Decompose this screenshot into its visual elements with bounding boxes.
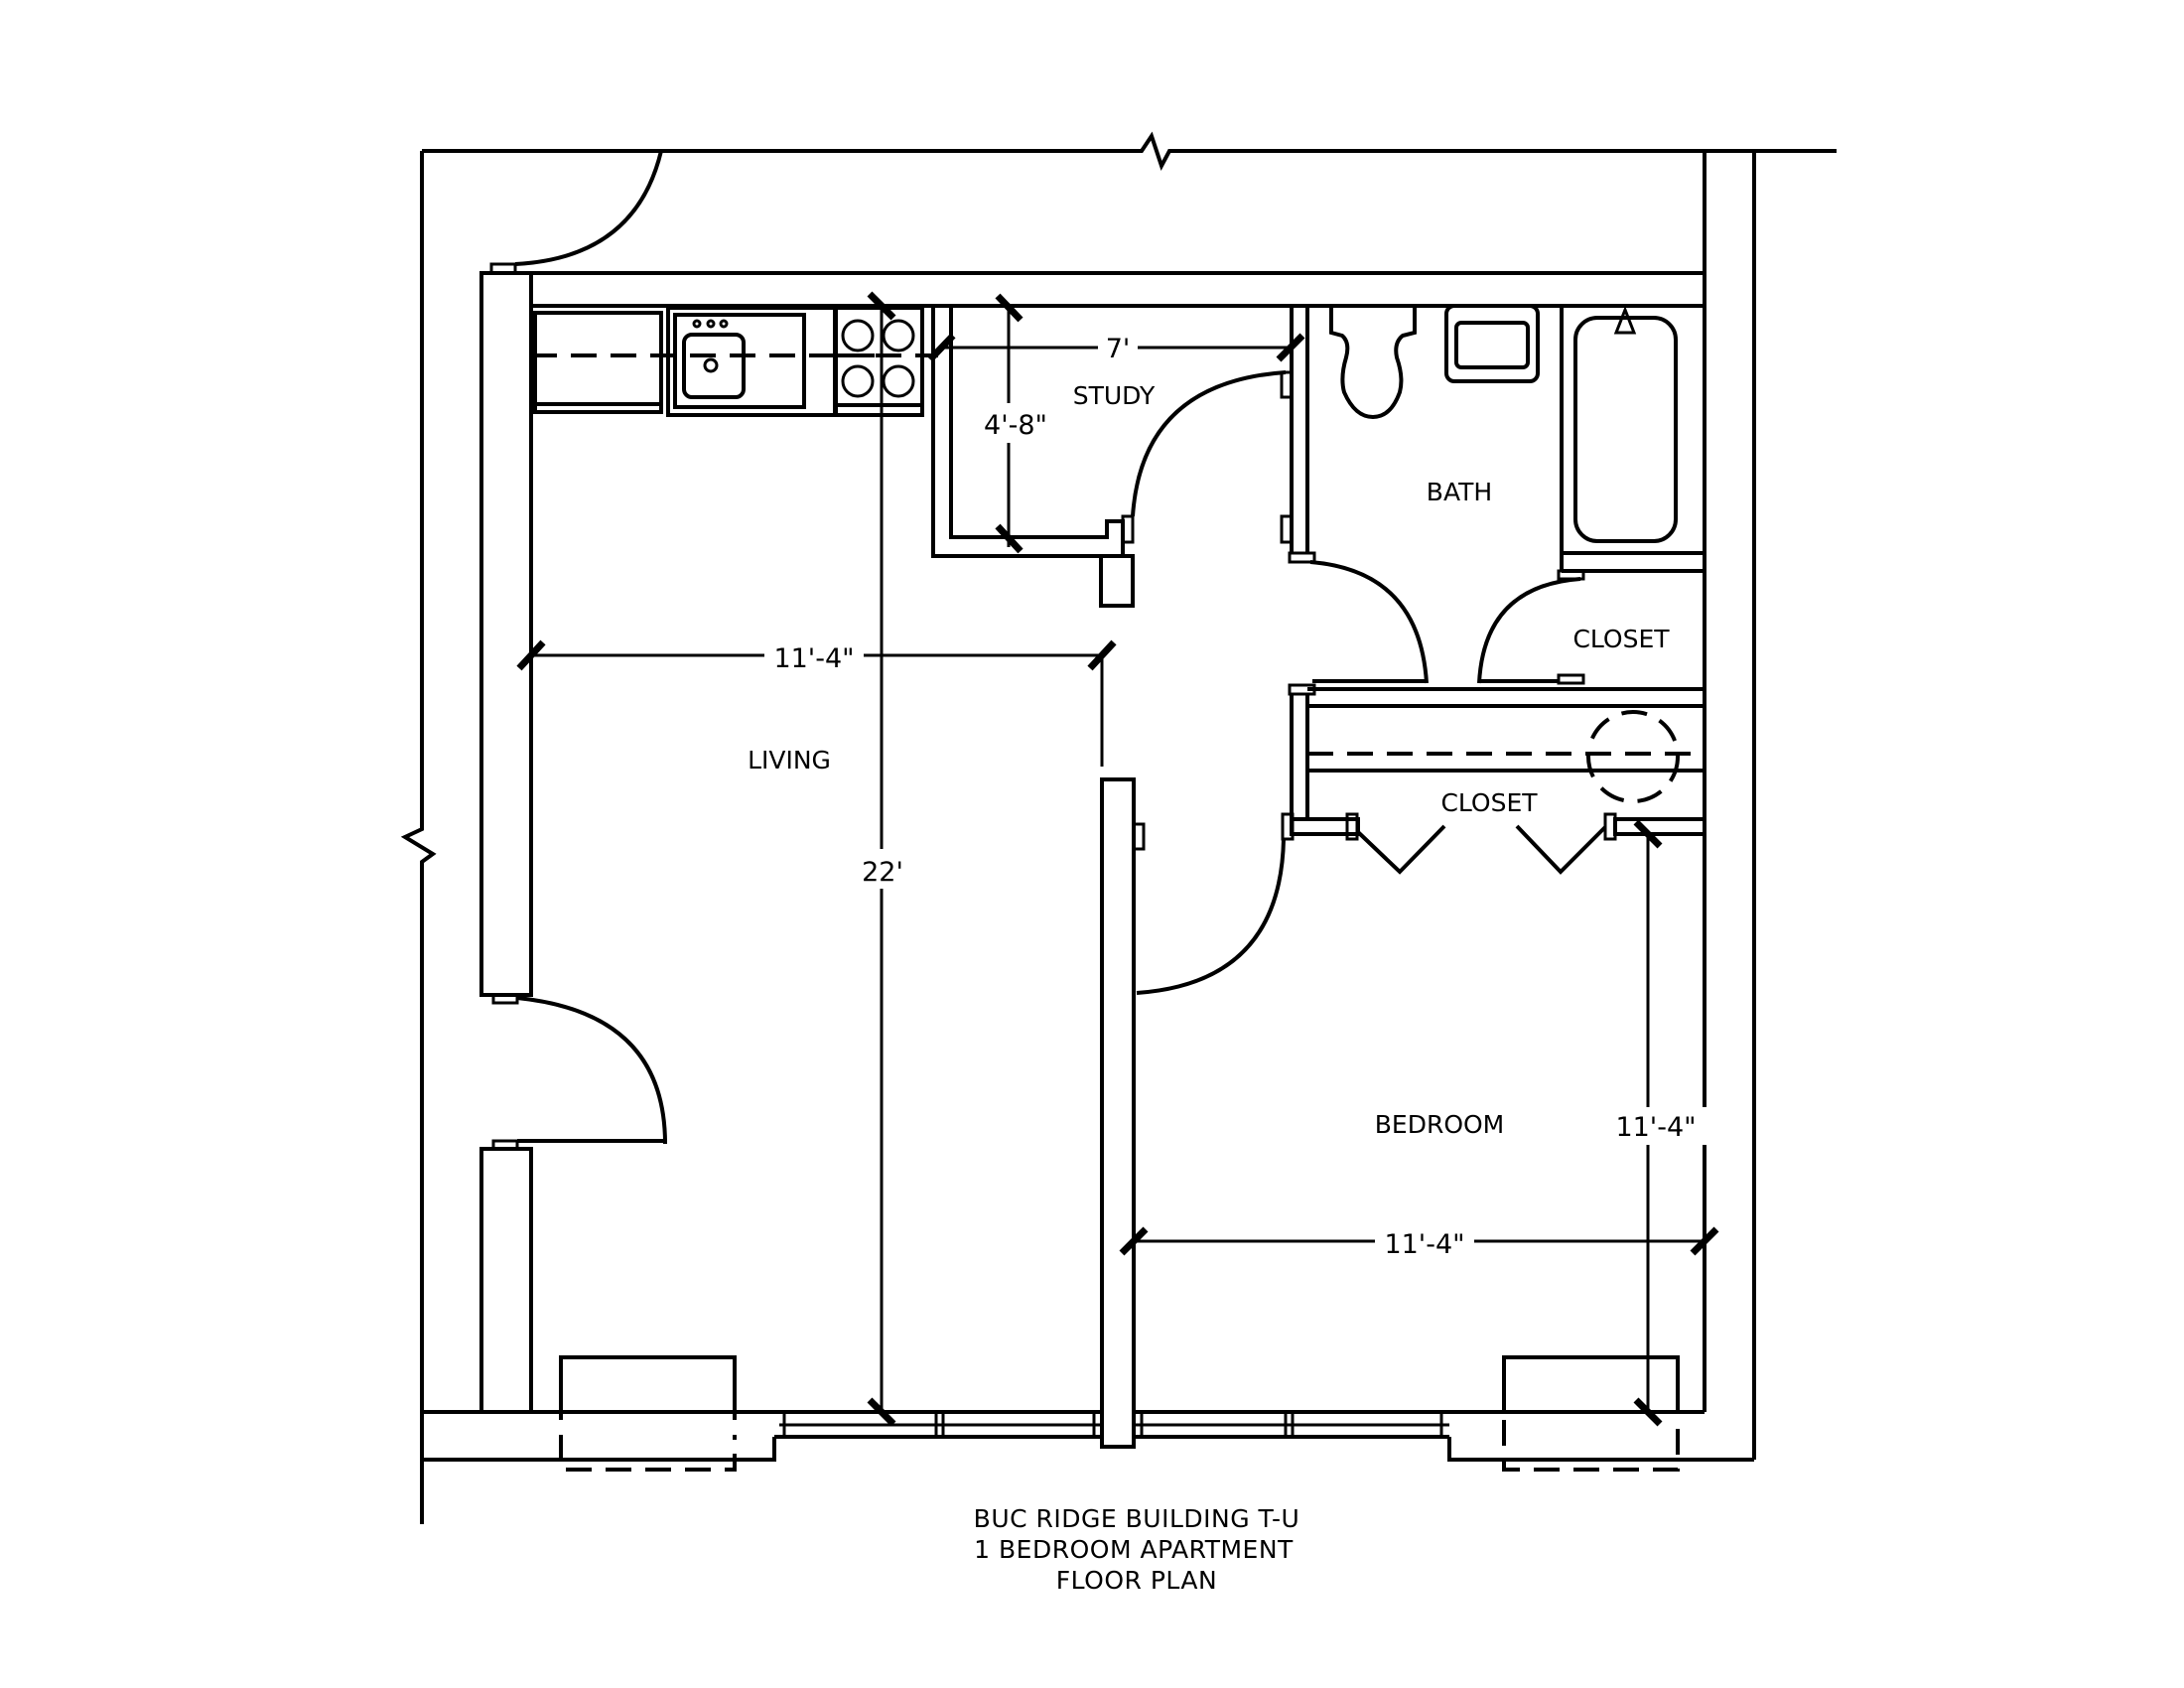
bedroom-width-dimension: 11'-4" bbox=[1384, 1229, 1464, 1260]
bath-fixtures bbox=[1329, 304, 1705, 581]
bedroom-depth-dimension: 11'-4" bbox=[1615, 1112, 1696, 1143]
dimension-lines bbox=[516, 291, 1719, 1427]
living-left-wall bbox=[479, 271, 533, 1414]
title-line-3: FLOOR PLAN bbox=[1056, 1566, 1217, 1595]
room-label-bedroom: BEDROOM bbox=[1375, 1110, 1505, 1139]
room-label-study: STUDY bbox=[1073, 381, 1156, 410]
bathtub bbox=[1573, 316, 1678, 543]
room-label-closet-lower: CLOSET bbox=[1440, 788, 1538, 817]
bath-closet-doors bbox=[1288, 560, 1585, 696]
vanity bbox=[1444, 304, 1540, 383]
bedroom-partition bbox=[1100, 777, 1295, 1449]
room-label-bath: BATH bbox=[1427, 478, 1492, 506]
room-label-living: LIVING bbox=[748, 746, 831, 774]
sink bbox=[1454, 321, 1530, 369]
study-depth-dimension: 4'-8" bbox=[984, 410, 1047, 441]
living-door bbox=[491, 993, 667, 1151]
entry-door-top bbox=[489, 150, 663, 275]
room-label-closet-upper: CLOSET bbox=[1572, 625, 1670, 653]
title-block: BUC RIDGE BUILDING T-U 1 BEDROOM APARTME… bbox=[974, 1504, 1300, 1595]
title-line-1: BUC RIDGE BUILDING T-U bbox=[974, 1504, 1300, 1533]
stove bbox=[834, 306, 938, 417]
lower-closet bbox=[1281, 687, 1706, 875]
living-length-dimension: 22' bbox=[862, 857, 903, 888]
living-width-dimension: 11'-4" bbox=[773, 643, 854, 674]
kitchen-counter bbox=[529, 306, 893, 417]
toilet bbox=[1329, 306, 1417, 420]
study-width-dimension: 7' bbox=[1106, 334, 1131, 364]
title-line-2: 1 BEDROOM APARTMENT bbox=[974, 1535, 1294, 1564]
bottom-wall bbox=[422, 1355, 1754, 1472]
